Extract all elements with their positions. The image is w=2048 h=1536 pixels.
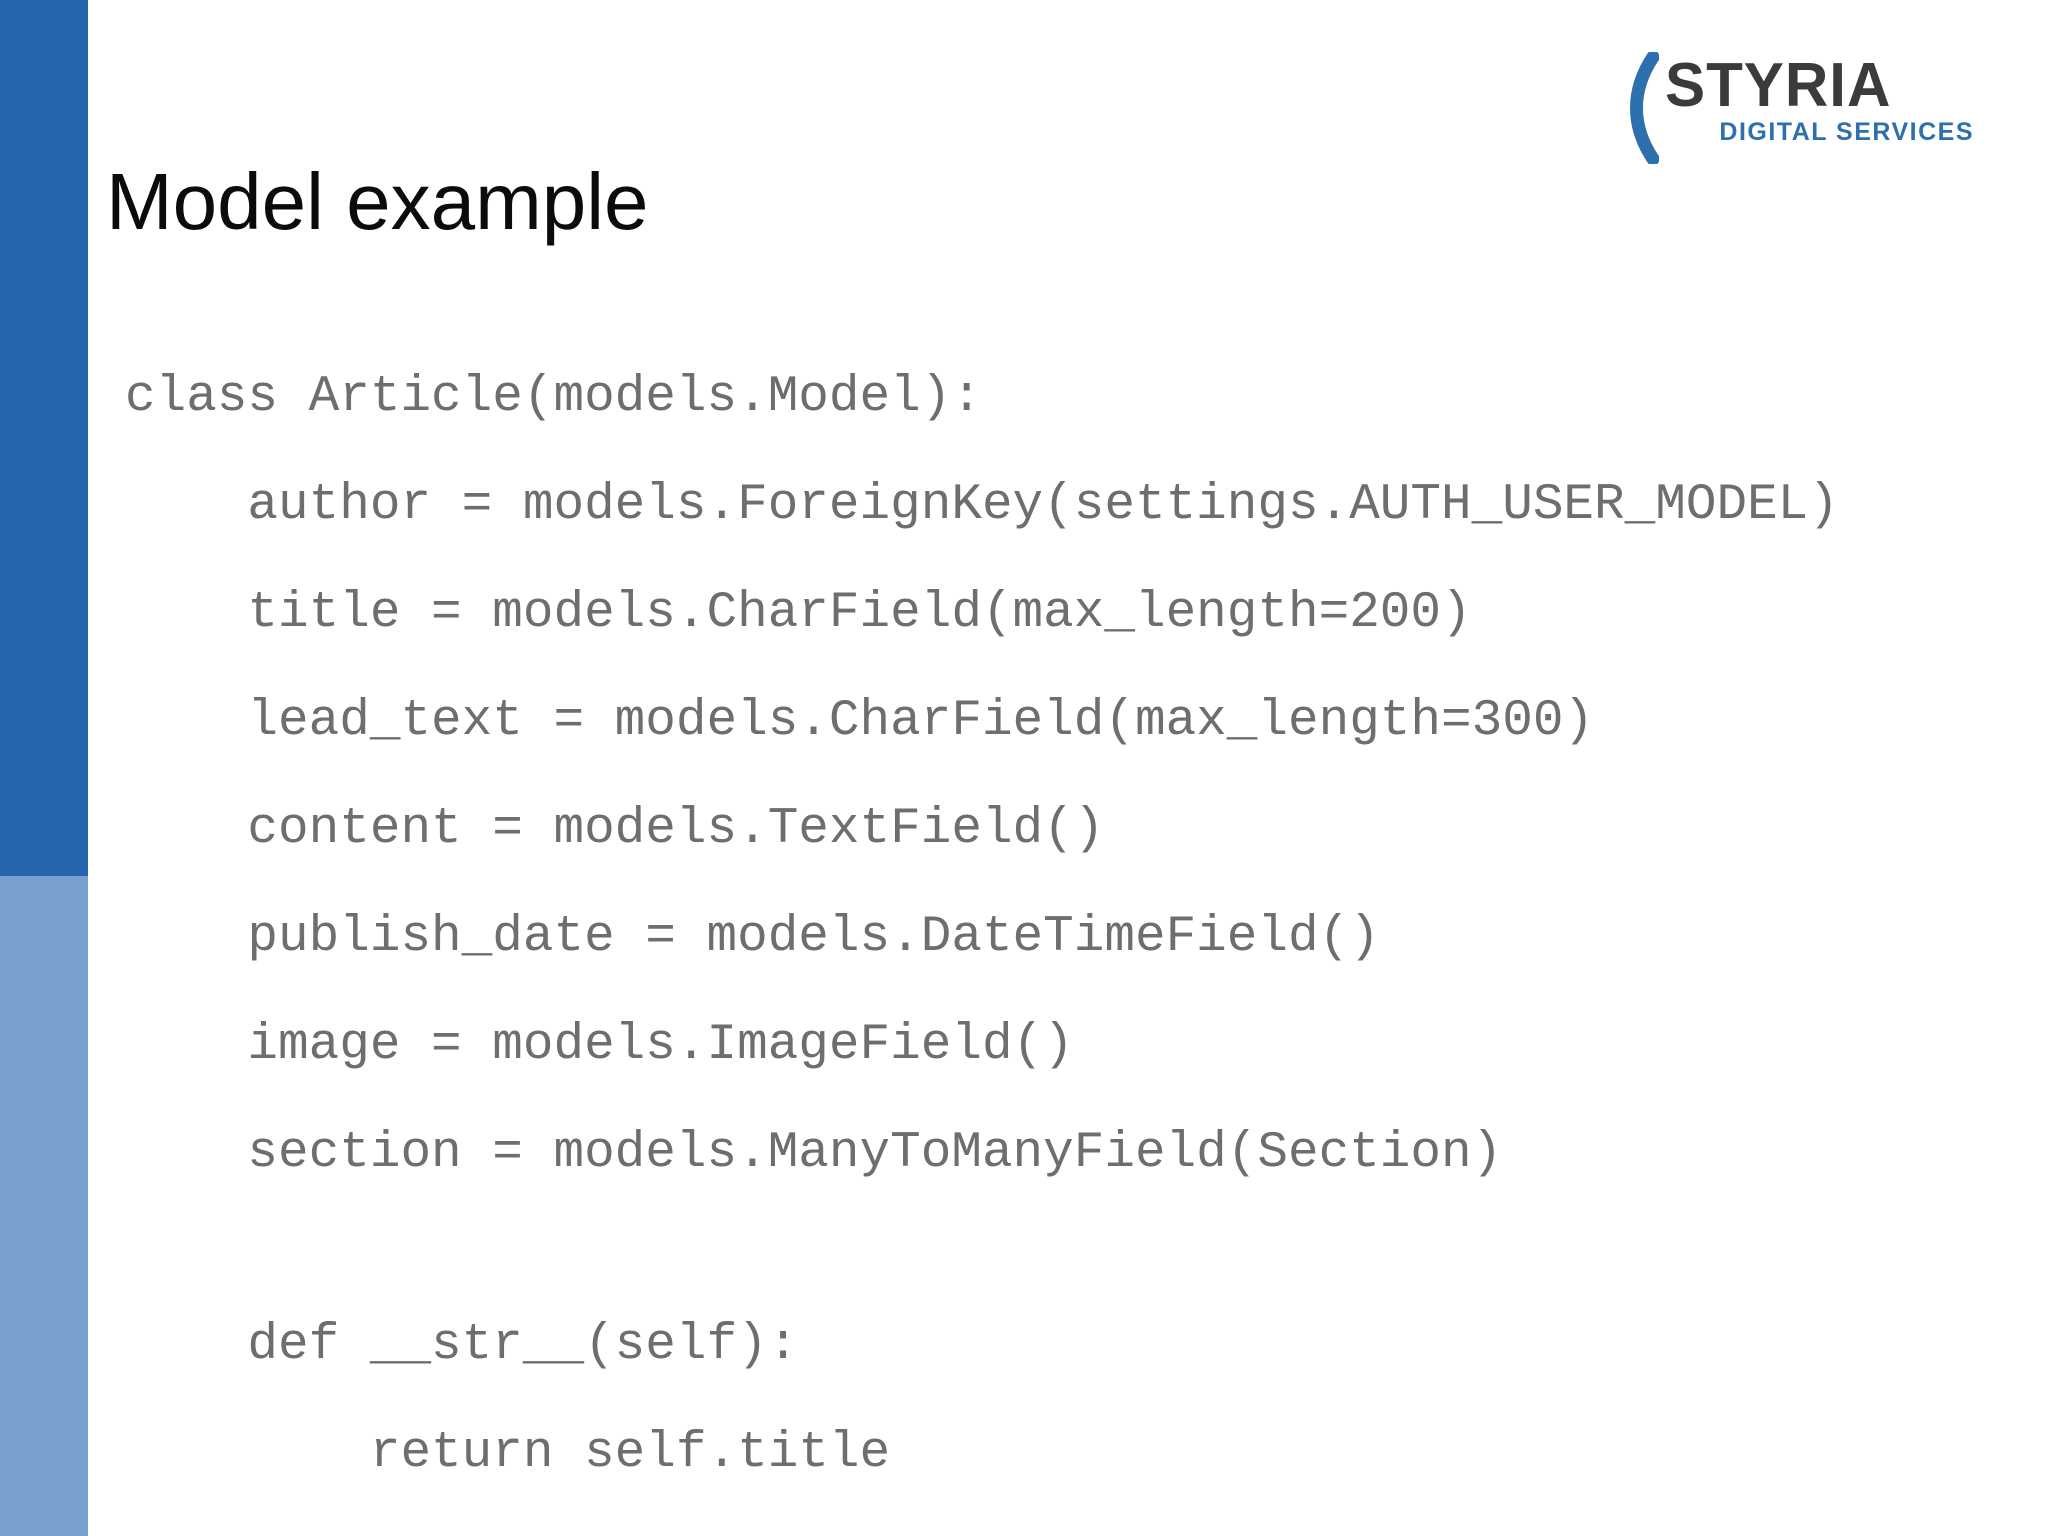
code-line: image = models.ImageField() (125, 1017, 1074, 1074)
code-line: title = models.CharField(max_length=200) (125, 585, 1472, 642)
code-line: return self.title (125, 1425, 891, 1482)
logo-bracket-icon (1630, 52, 1660, 164)
code-line: lead_text = models.CharField(max_length=… (125, 693, 1595, 750)
code-line: section = models.ManyToManyField(Section… (125, 1125, 1503, 1182)
code-line: def __str__(self): (125, 1317, 799, 1374)
code-block: class Article(models.Model): author = mo… (125, 344, 1839, 1508)
left-accent-bar (0, 0, 88, 1536)
code-line: publish_date = models.DateTimeField() (125, 909, 1380, 966)
code-line: class Article(models.Model): (125, 369, 982, 426)
code-line: content = models.TextField() (125, 801, 1105, 858)
slide-title: Model example (106, 157, 649, 246)
code-line: author = models.ForeignKey(settings.AUTH… (125, 477, 1839, 534)
accent-bar-light-segment (0, 876, 88, 1536)
logo-subtitle: DIGITAL SERVICES (1719, 118, 1974, 146)
styria-logo: STYRIA DIGITAL SERVICES (1623, 51, 1974, 164)
logo-text: STYRIA DIGITAL SERVICES (1665, 51, 1974, 147)
accent-bar-dark-segment (0, 0, 88, 876)
logo-company-name: STYRIA (1665, 51, 1892, 120)
